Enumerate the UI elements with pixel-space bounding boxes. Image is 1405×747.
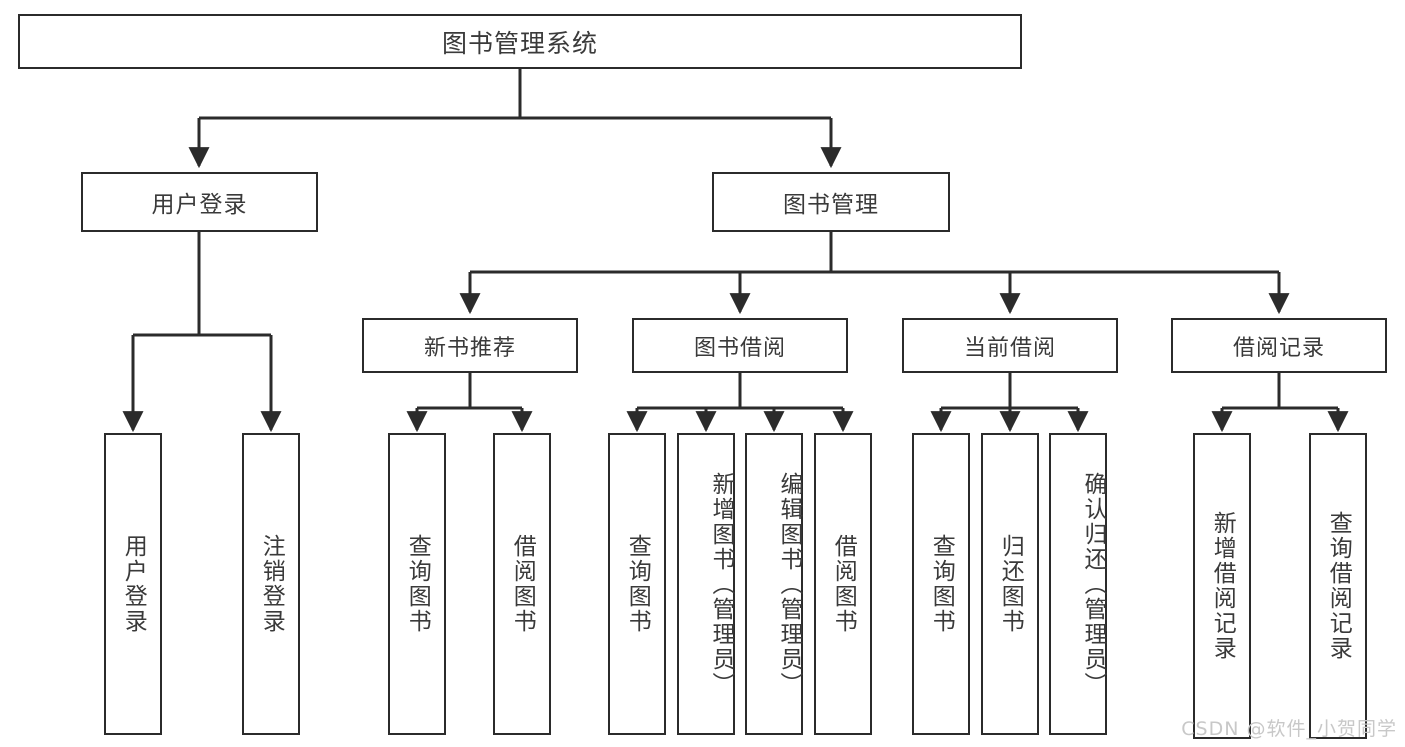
node-label: 查询图书 xyxy=(624,534,651,634)
node-label: 确认归还（管理员） xyxy=(1080,471,1106,697)
leaf-current-borrow-query-book[interactable]: 查询图书 xyxy=(912,433,970,735)
leaf-borrow-record-query-record[interactable]: 查询借阅记录 xyxy=(1309,433,1367,739)
node-borrow-record[interactable]: 借阅记录 xyxy=(1171,318,1387,373)
node-user-login[interactable]: 用户登录 xyxy=(81,172,318,232)
leaf-borrow-record-add-record[interactable]: 新增借阅记录 xyxy=(1193,433,1251,739)
node-label: 借阅记录 xyxy=(1232,335,1325,361)
node-label: 图书管理系统 xyxy=(441,28,598,58)
node-label: 借阅图书 xyxy=(509,534,536,634)
node-label: 查询图书 xyxy=(928,534,955,634)
node-root-book-management-system[interactable]: 图书管理系统 xyxy=(18,14,1022,69)
node-label: 新增图书（管理员） xyxy=(708,471,734,697)
leaf-new-book-borrow-book[interactable]: 借阅图书 xyxy=(493,433,551,735)
leaf-current-borrow-confirm-return-admin[interactable]: 确认归还（管理员） xyxy=(1049,433,1107,735)
leaf-book-borrow-borrow-book[interactable]: 借阅图书 xyxy=(814,433,872,735)
leaf-book-borrow-edit-book-admin[interactable]: 编辑图书（管理员） xyxy=(745,433,803,735)
leaf-book-borrow-add-book-admin[interactable]: 新增图书（管理员） xyxy=(677,433,735,735)
node-label: 图书借阅 xyxy=(693,335,786,361)
leaf-book-borrow-query-book[interactable]: 查询图书 xyxy=(608,433,666,735)
node-label: 编辑图书（管理员） xyxy=(776,471,802,697)
node-label: 图书管理 xyxy=(783,192,879,218)
node-book-borrow[interactable]: 图书借阅 xyxy=(632,318,848,373)
node-label: 用户登录 xyxy=(151,192,248,218)
node-current-borrow[interactable]: 当前借阅 xyxy=(902,318,1118,373)
leaf-current-borrow-return-book[interactable]: 归还图书 xyxy=(981,433,1039,735)
node-label: 新增借阅记录 xyxy=(1209,511,1236,661)
node-label: 用户登录 xyxy=(120,534,147,634)
leaf-user-login-logout[interactable]: 注销登录 xyxy=(242,433,300,735)
node-label: 查询图书 xyxy=(404,534,431,634)
leaf-user-login-login[interactable]: 用户登录 xyxy=(104,433,162,735)
node-label: 查询借阅记录 xyxy=(1325,511,1352,661)
node-label: 归还图书 xyxy=(997,534,1024,634)
leaf-new-book-query-book[interactable]: 查询图书 xyxy=(388,433,446,735)
node-label: 当前借阅 xyxy=(963,335,1056,361)
node-book-management[interactable]: 图书管理 xyxy=(712,172,950,232)
node-label: 新书推荐 xyxy=(423,335,516,361)
node-label: 借阅图书 xyxy=(830,534,857,634)
node-new-book-recommend[interactable]: 新书推荐 xyxy=(362,318,578,373)
node-label: 注销登录 xyxy=(258,534,285,634)
